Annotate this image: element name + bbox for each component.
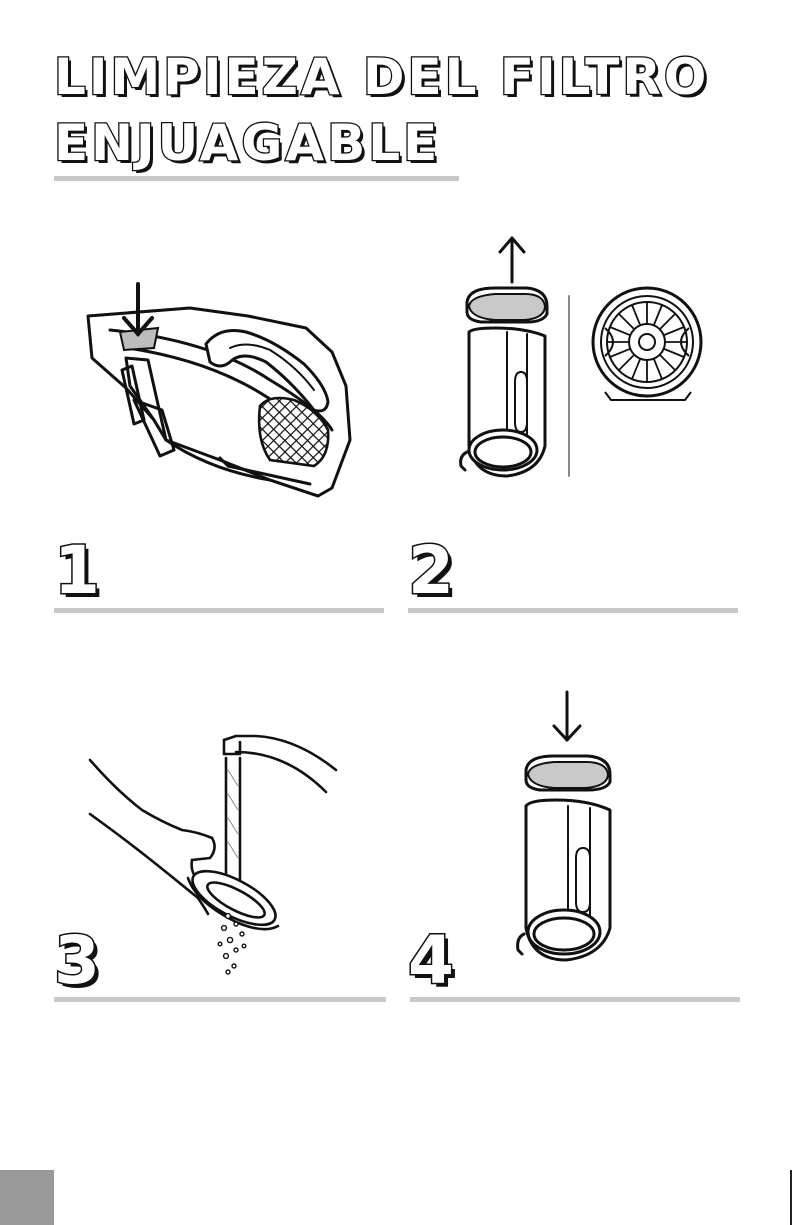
step-4-rule	[410, 997, 740, 1002]
reinsert-filter-icon	[514, 688, 624, 968]
step-number-3: 3	[54, 928, 100, 994]
rinse-filter-icon	[86, 730, 346, 980]
title-underline	[54, 176, 459, 181]
page-corner-tab	[0, 1170, 54, 1225]
remove-filter-icon	[455, 232, 725, 482]
step-number-2: 2	[408, 538, 454, 604]
step-2-rule	[408, 608, 738, 613]
page-title-line-2: ENJUAGABLE	[54, 118, 440, 168]
step-number-1: 1	[54, 538, 100, 604]
step-number-4: 4	[408, 928, 454, 994]
page-edge-line	[790, 1170, 792, 1225]
step-1-rule	[54, 608, 384, 613]
step-3-rule	[54, 997, 386, 1002]
press-release-button-icon	[70, 270, 370, 510]
page-title-line-1: LIMPIEZA DEL FILTRO	[54, 52, 709, 102]
